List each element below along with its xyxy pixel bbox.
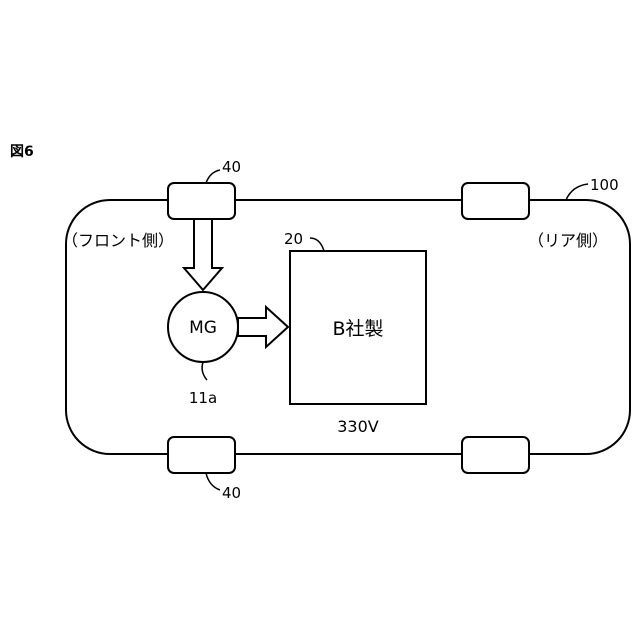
battery-maker-label: B社製 bbox=[332, 318, 383, 340]
rear-side-label: （リア側） bbox=[528, 231, 608, 250]
leader-line-wheel-top bbox=[206, 170, 220, 183]
wheel-rear-top bbox=[462, 183, 529, 219]
front-side-label: （フロント側） bbox=[62, 231, 174, 250]
wheel-front-bottom bbox=[168, 437, 235, 473]
wheel-ref-top: 40 bbox=[222, 158, 241, 176]
leader-line-vehicle bbox=[566, 184, 588, 200]
motor-generator-ref: 11a bbox=[189, 389, 217, 407]
motor-generator-label: MG bbox=[189, 318, 217, 338]
vehicle-ref: 100 bbox=[590, 176, 619, 194]
figure-label: 図6 bbox=[10, 144, 34, 160]
wheel-front-top bbox=[168, 183, 235, 219]
wheel-rear-bottom bbox=[462, 437, 529, 473]
leader-line-wheel-bottom bbox=[206, 473, 220, 490]
leader-line-battery bbox=[310, 238, 324, 251]
leader-line-mg bbox=[202, 362, 207, 380]
arrow-mg-to-battery bbox=[238, 307, 288, 347]
battery-ref: 20 bbox=[284, 230, 303, 248]
battery-voltage: 330V bbox=[337, 417, 379, 436]
wheel-ref-bottom: 40 bbox=[222, 484, 241, 502]
arrow-wheel-to-mg bbox=[184, 219, 222, 290]
